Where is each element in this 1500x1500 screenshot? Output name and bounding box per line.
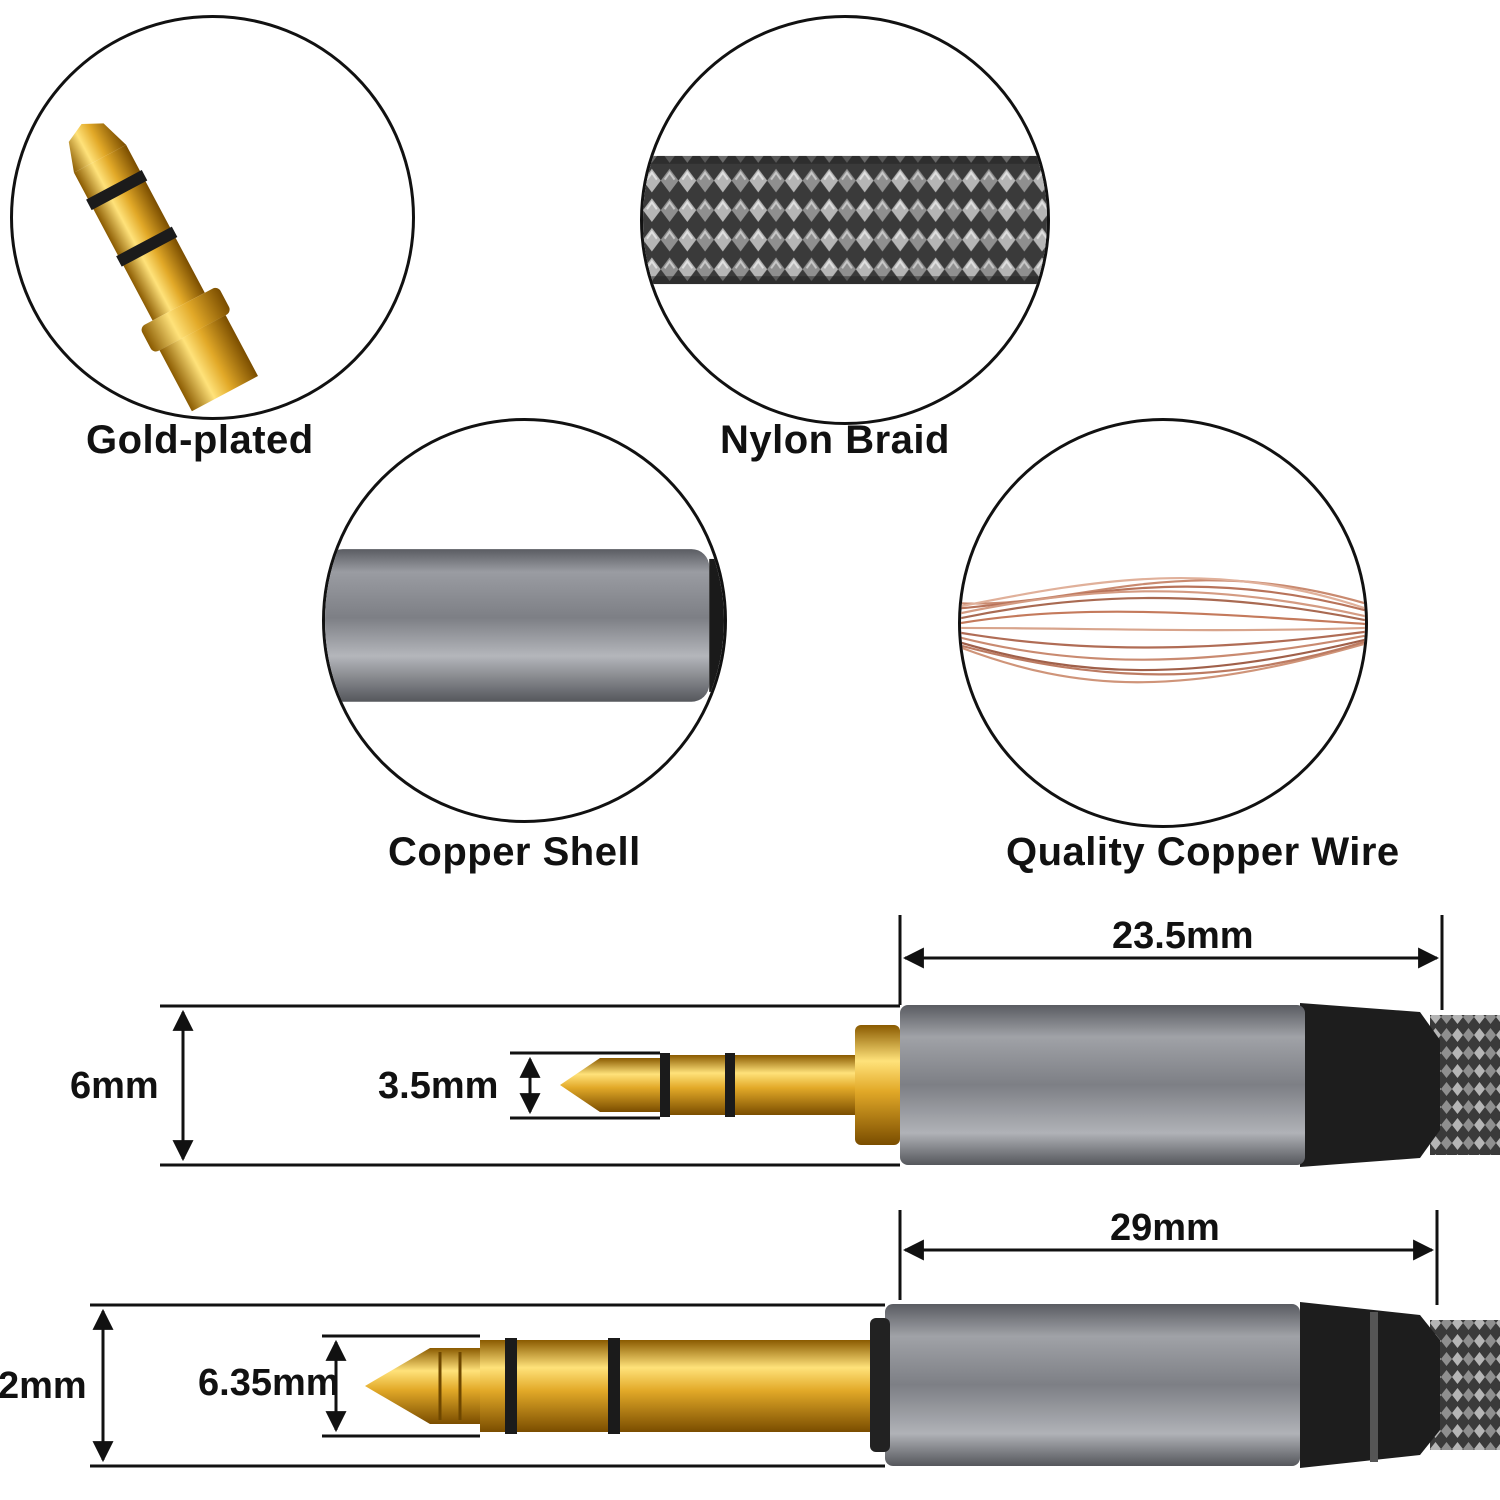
plug-6-35mm-tip-diameter-label: 6.35mm xyxy=(198,1362,340,1404)
metal-shell-icon xyxy=(325,549,724,702)
copper-wire-feature-circle xyxy=(958,418,1368,828)
plug-3-5mm-shell-diameter-label: 6mm xyxy=(70,1065,159,1107)
feature-label-nylon-braid: Nylon Braid xyxy=(720,418,950,462)
nylon-braid-feature-circle xyxy=(640,15,1050,425)
plug-6-35mm-shell-diameter-label: 2mm xyxy=(0,1365,87,1407)
plug-6-35mm-dimension-lines xyxy=(90,1210,1439,1468)
plug-3-5mm-tip-diameter-label: 3.5mm xyxy=(378,1065,498,1107)
feature-label-gold-plated: Gold-plated xyxy=(86,418,314,462)
gold-plug-tip-icon xyxy=(68,123,258,412)
plug-3-5mm-length-label: 23.5mm xyxy=(1112,915,1254,957)
plug-6-35mm-length-label: 29mm xyxy=(1110,1207,1220,1249)
plug-6-35mm-diagram xyxy=(365,1302,1500,1468)
feature-label-copper-shell: Copper Shell xyxy=(388,830,641,874)
plug-3-5mm-diagram xyxy=(560,1003,1500,1167)
copper-wire-icon xyxy=(961,576,1365,684)
plug-3-5mm-dimension-lines xyxy=(160,915,1444,1167)
nylon-braid-icon xyxy=(643,155,1047,285)
feature-label-quality-copper-wire: Quality Copper Wire xyxy=(1006,830,1400,874)
copper-shell-feature-circle xyxy=(322,418,727,823)
gold-plated-feature-circle xyxy=(10,15,415,420)
